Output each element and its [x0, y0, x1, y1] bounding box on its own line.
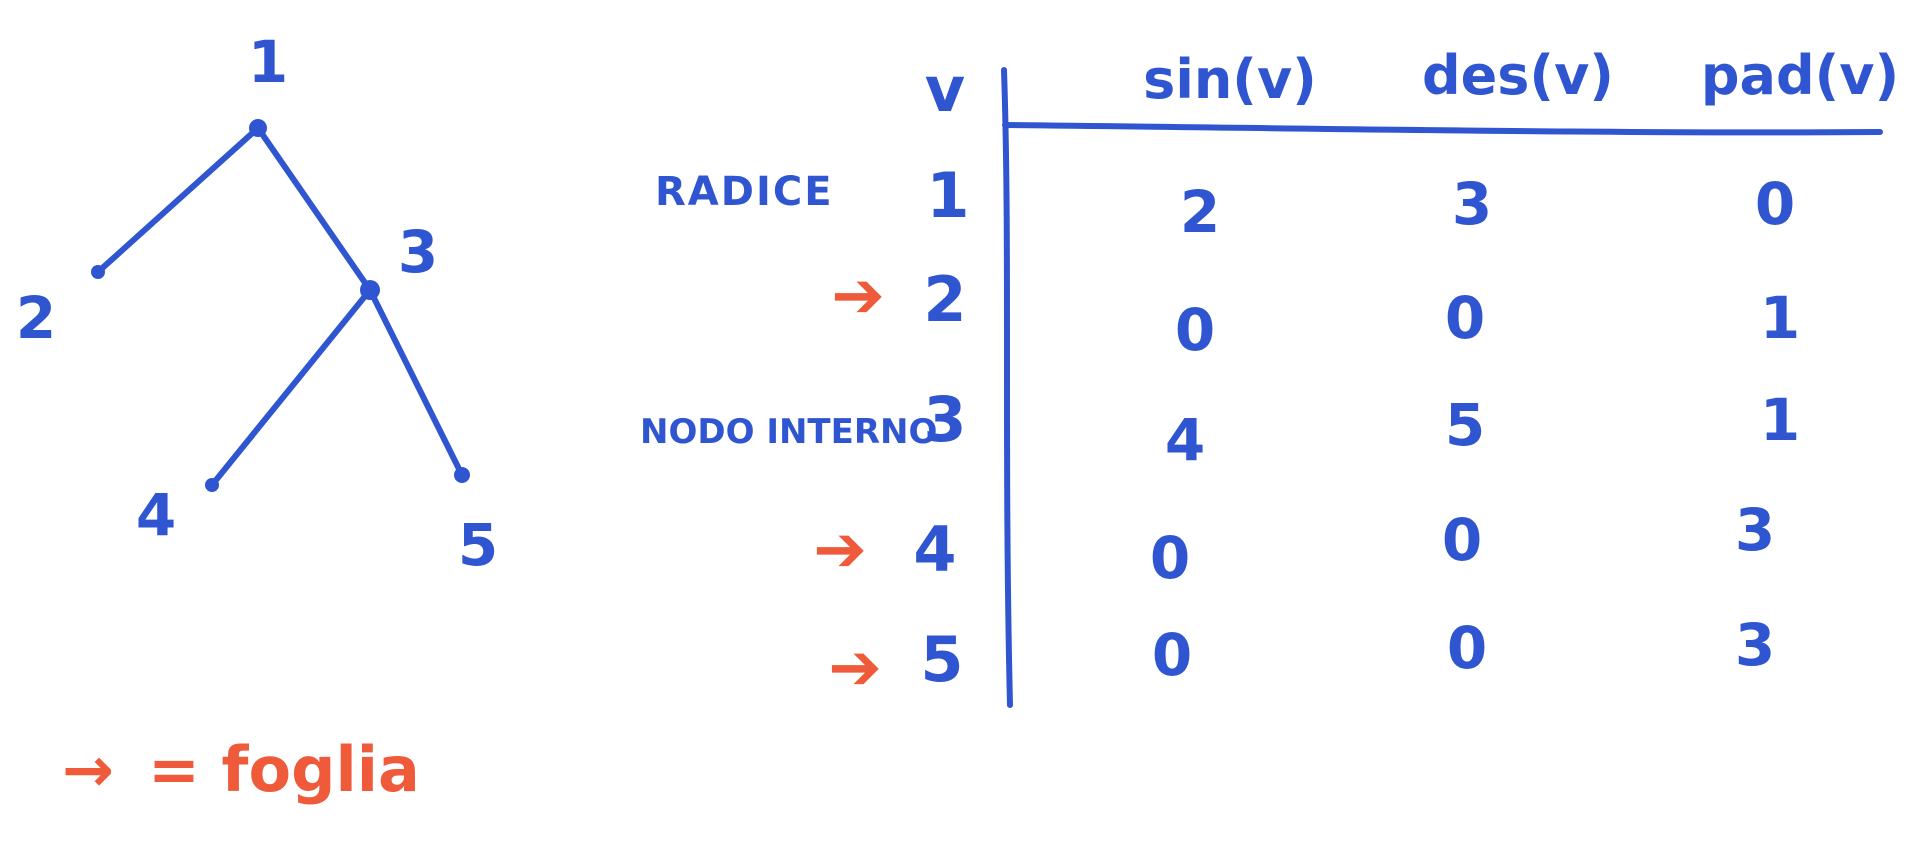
cell-sin-3: 4: [1164, 406, 1206, 474]
row-label-3: 3: [923, 383, 967, 456]
tree-node-dot-4: [205, 478, 219, 492]
cell-pad-4: 3: [1734, 496, 1776, 564]
tree-node-label-2: 2: [15, 284, 57, 352]
cell-pad-2: 1: [1759, 284, 1801, 352]
cell-sin-2: 0: [1174, 296, 1216, 364]
legend-arrow-icon: →: [62, 733, 114, 806]
tree-edge-3-4: [209, 287, 373, 488]
cell-pad-5: 3: [1734, 611, 1776, 679]
tree-node-dot-5: [454, 467, 470, 483]
tree-node-dot-1: [249, 119, 267, 137]
row-label-1: 1: [926, 159, 970, 232]
cell-sin-5: 0: [1151, 621, 1193, 689]
cell-sin-1: 2: [1179, 178, 1221, 246]
tree-node-label-1: 1: [247, 28, 289, 96]
tree-edge-1-3: [255, 125, 373, 293]
table-header-rule: [1002, 122, 1883, 136]
row-label-2: 2: [923, 263, 967, 336]
cell-pad-3: 1: [1759, 386, 1801, 454]
cell-des-3: 5: [1444, 391, 1486, 459]
row-note-nodo-interno: NODO INTERNO: [640, 412, 938, 452]
cell-des-4: 0: [1441, 506, 1483, 574]
tree-node-dot-3: [360, 280, 380, 300]
cell-des-2: 0: [1444, 284, 1486, 352]
leaf-arrow-2: ➔: [831, 259, 885, 333]
row-note-radice: RADICE: [655, 169, 834, 215]
tree-node-dot-2: [91, 265, 105, 279]
cell-sin-4: 0: [1149, 524, 1191, 592]
table-header-pad: pad(v): [1700, 44, 1900, 107]
tree-edge-3-5: [367, 287, 465, 478]
row-label-4: 4: [913, 513, 957, 586]
cell-des-5: 0: [1446, 614, 1488, 682]
tree-node-label-5: 5: [457, 511, 499, 579]
table-vertical-rule: [1001, 67, 1013, 708]
tree-node-label-4: 4: [135, 481, 177, 549]
table-header-sin: sin(v): [1143, 48, 1317, 111]
cell-pad-1: 0: [1754, 170, 1796, 238]
table-header-v: v: [924, 53, 966, 126]
tree-node-label-3: 3: [397, 218, 439, 286]
cell-des-1: 3: [1451, 170, 1493, 238]
legend-text: = foglia: [148, 733, 420, 806]
leaf-arrow-4: ➔: [813, 513, 867, 587]
table-header-des: des(v): [1422, 44, 1614, 107]
tree-edge-1-2: [95, 125, 261, 275]
leaf-arrow-5: ➔: [828, 631, 882, 705]
row-label-5: 5: [920, 623, 964, 696]
